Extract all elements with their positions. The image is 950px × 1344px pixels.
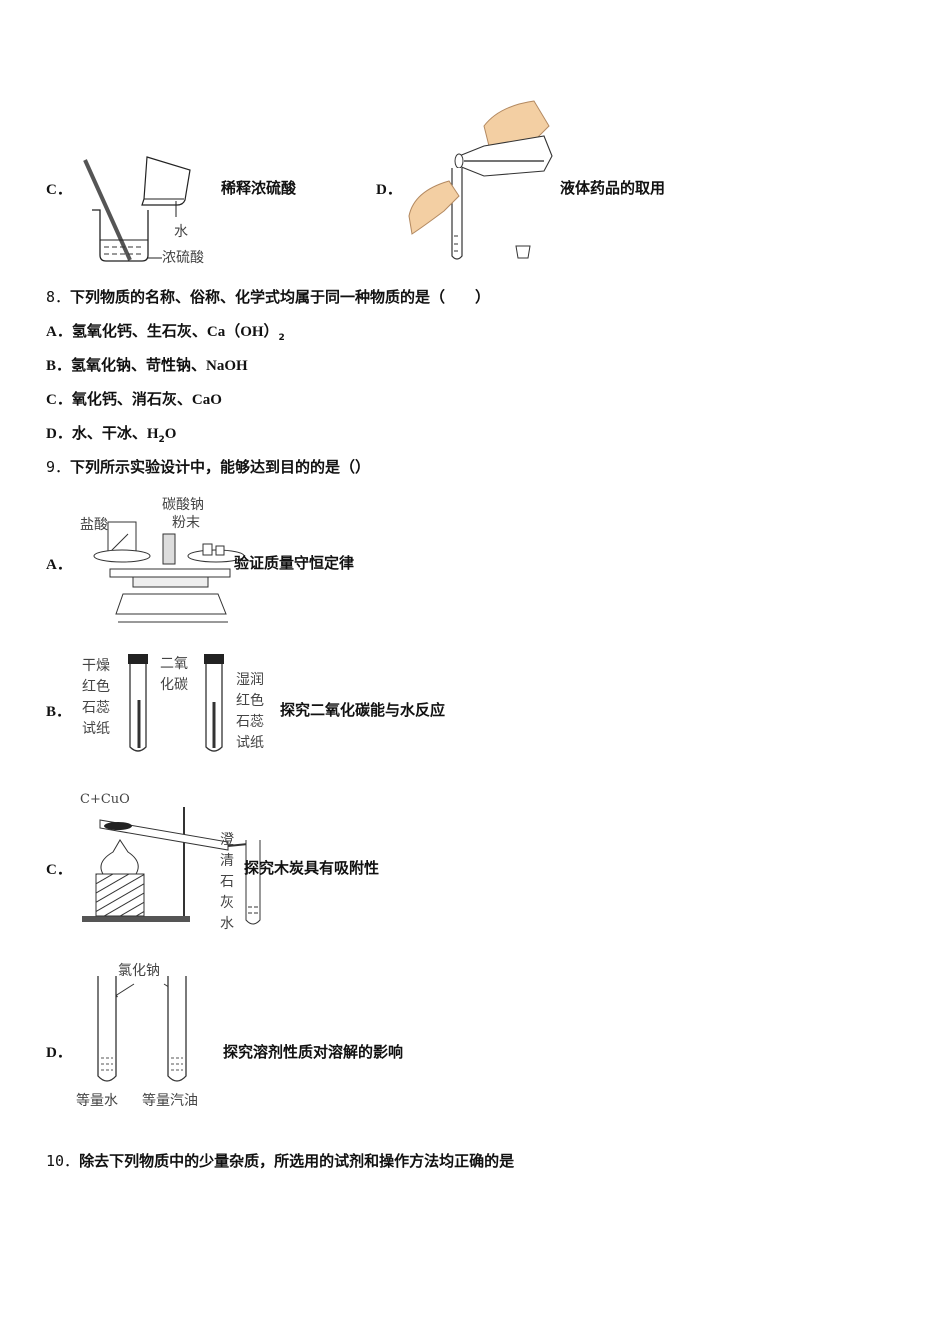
q8-option-b[interactable]: B．氢氧化钠、苛性钠、NaOH: [46, 356, 248, 374]
co2-test-tubes-figure: 干燥 红色 石蕊 试纸 二氧 化碳 湿润 红色 石蕊 试纸: [80, 652, 280, 761]
q9-option-c-caption: 探究木炭具有吸附性: [244, 859, 380, 877]
balance-figure: 盐酸 碳酸钠 粉末: [78, 494, 245, 630]
q9-stem: 9．下列所示实验设计中，能够达到目的的是（）: [46, 456, 370, 477]
q8-stem: 8．下列物质的名称、俗称、化学式均属于同一种物质的是（ ）: [46, 286, 490, 307]
solubility-test-figure: 氯化钠 等量水 等量汽油: [76, 963, 226, 1109]
test-tubes-icon: [128, 654, 224, 752]
beaker-pouring-icon: [83, 156, 191, 262]
q9-option-d-letter: D．: [46, 1045, 72, 1061]
conc-sulfuric-acid-label: 浓硫酸: [162, 250, 204, 266]
nacl-label: 氯化钠: [118, 963, 160, 979]
q7-option-c-caption: 稀释浓硫酸: [221, 179, 297, 197]
q9-option-b-letter: B．: [46, 704, 72, 720]
q10-stem: 10．除去下列物质中的少量杂质，所选用的试剂和操作方法均正确的是: [46, 1150, 514, 1171]
water-label: 水: [174, 224, 188, 240]
q9-number: 9．: [46, 458, 71, 476]
wet-litmus-label: 湿润 红色 石蕊 试纸: [236, 672, 264, 751]
q7-option-d-letter: D．: [376, 182, 402, 198]
q10-number: 10．: [46, 1152, 80, 1170]
limewater-label: 澄 清 石 灰 水: [220, 832, 234, 932]
gasoline-label: 等量汽油: [142, 1093, 198, 1109]
dilute-sulfuric-acid-figure: 水 浓硫酸: [80, 155, 220, 271]
q8-stem-text: 下列物质的名称、俗称、化学式均属于同一种物质的是（ ）: [70, 288, 491, 306]
c-cuo-label: C+CuO: [80, 792, 130, 807]
q7-option-c-letter: C．: [46, 182, 72, 198]
q8-option-d[interactable]: D．水、干冰、H2O: [46, 424, 177, 445]
pouring-liquid-icon: [408, 100, 553, 260]
q8-number: 8．: [46, 288, 71, 306]
liquid-pouring-figure: [404, 96, 554, 270]
q9-stem-text: 下列所示实验设计中，能够达到目的的是（）: [70, 458, 371, 476]
q9-option-c-letter: C．: [46, 862, 72, 878]
q9-option-a-letter: A．: [46, 557, 72, 573]
q8-option-a[interactable]: A．氢氧化钙、生石灰、Ca（OH）2: [46, 322, 285, 343]
na2co3-label-2: 粉末: [172, 515, 200, 531]
carbon-reduction-figure: C+CuO 澄 清 石 灰 水: [78, 792, 278, 936]
balance-scale-icon: [93, 521, 245, 623]
hcl-label: 盐酸: [80, 517, 108, 533]
q9-option-b-caption: 探究二氧化碳能与水反应: [280, 701, 446, 719]
dry-litmus-label: 干燥 红色 石蕊 试纸: [82, 658, 110, 737]
q9-option-a-caption: 验证质量守恒定律: [234, 554, 355, 572]
q9-option-d-caption: 探究溶剂性质对溶解的影响: [223, 1043, 404, 1061]
q7-option-d-caption: 液体药品的取用: [560, 179, 666, 197]
two-test-tubes-icon: [97, 976, 187, 1082]
na2co3-label-1: 碳酸钠: [162, 497, 204, 513]
q8-option-c[interactable]: C．氧化钙、消石灰、CaO: [46, 390, 222, 408]
heating-apparatus-icon: [82, 807, 261, 925]
water-label: 等量水: [76, 1093, 118, 1109]
q10-stem-text: 除去下列物质中的少量杂质，所选用的试剂和操作方法均正确的是: [79, 1152, 515, 1170]
co2-label: 二氧 化碳: [160, 656, 188, 693]
